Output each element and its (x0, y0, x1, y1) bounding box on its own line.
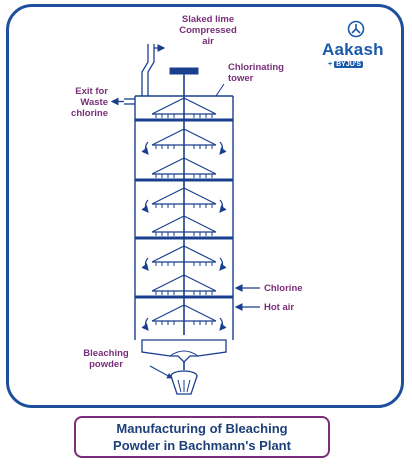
product-leader (149, 365, 173, 379)
tower-leader (215, 83, 225, 97)
collection-chamber (141, 339, 227, 363)
stirrer-rakes (151, 97, 217, 322)
product-container (170, 362, 198, 395)
logo-emblem-icon (347, 20, 365, 38)
aakash-logo: Aakash +BYJU'S (322, 20, 392, 74)
label-inlet: Slaked lime Compressed air (179, 14, 237, 47)
label-product: Bleaching powder (83, 348, 129, 370)
logo-partner-brand: BYJU'S (334, 61, 364, 68)
logo-partner: +BYJU'S (328, 61, 364, 68)
figure-caption: Manufacturing of Bleaching Powder in Bac… (74, 416, 330, 458)
diagram-frame (6, 4, 404, 408)
logo-wordmark: Aakash (322, 40, 384, 59)
hopper (141, 44, 166, 96)
flow-arrows (141, 141, 227, 331)
logo-partner-prefix: + (328, 61, 333, 68)
waste-exit-pipe (110, 97, 135, 106)
label-chlorine: Chlorine (264, 283, 303, 294)
rake-teeth (155, 114, 213, 325)
caption-text: Manufacturing of Bleaching Powder in Bac… (113, 421, 291, 453)
label-exit: Exit for Waste chlorine (71, 86, 108, 119)
gas-inlets (234, 284, 260, 311)
label-tower: Chlorinating tower (228, 62, 284, 84)
label-hot-air: Hot air (264, 302, 295, 313)
